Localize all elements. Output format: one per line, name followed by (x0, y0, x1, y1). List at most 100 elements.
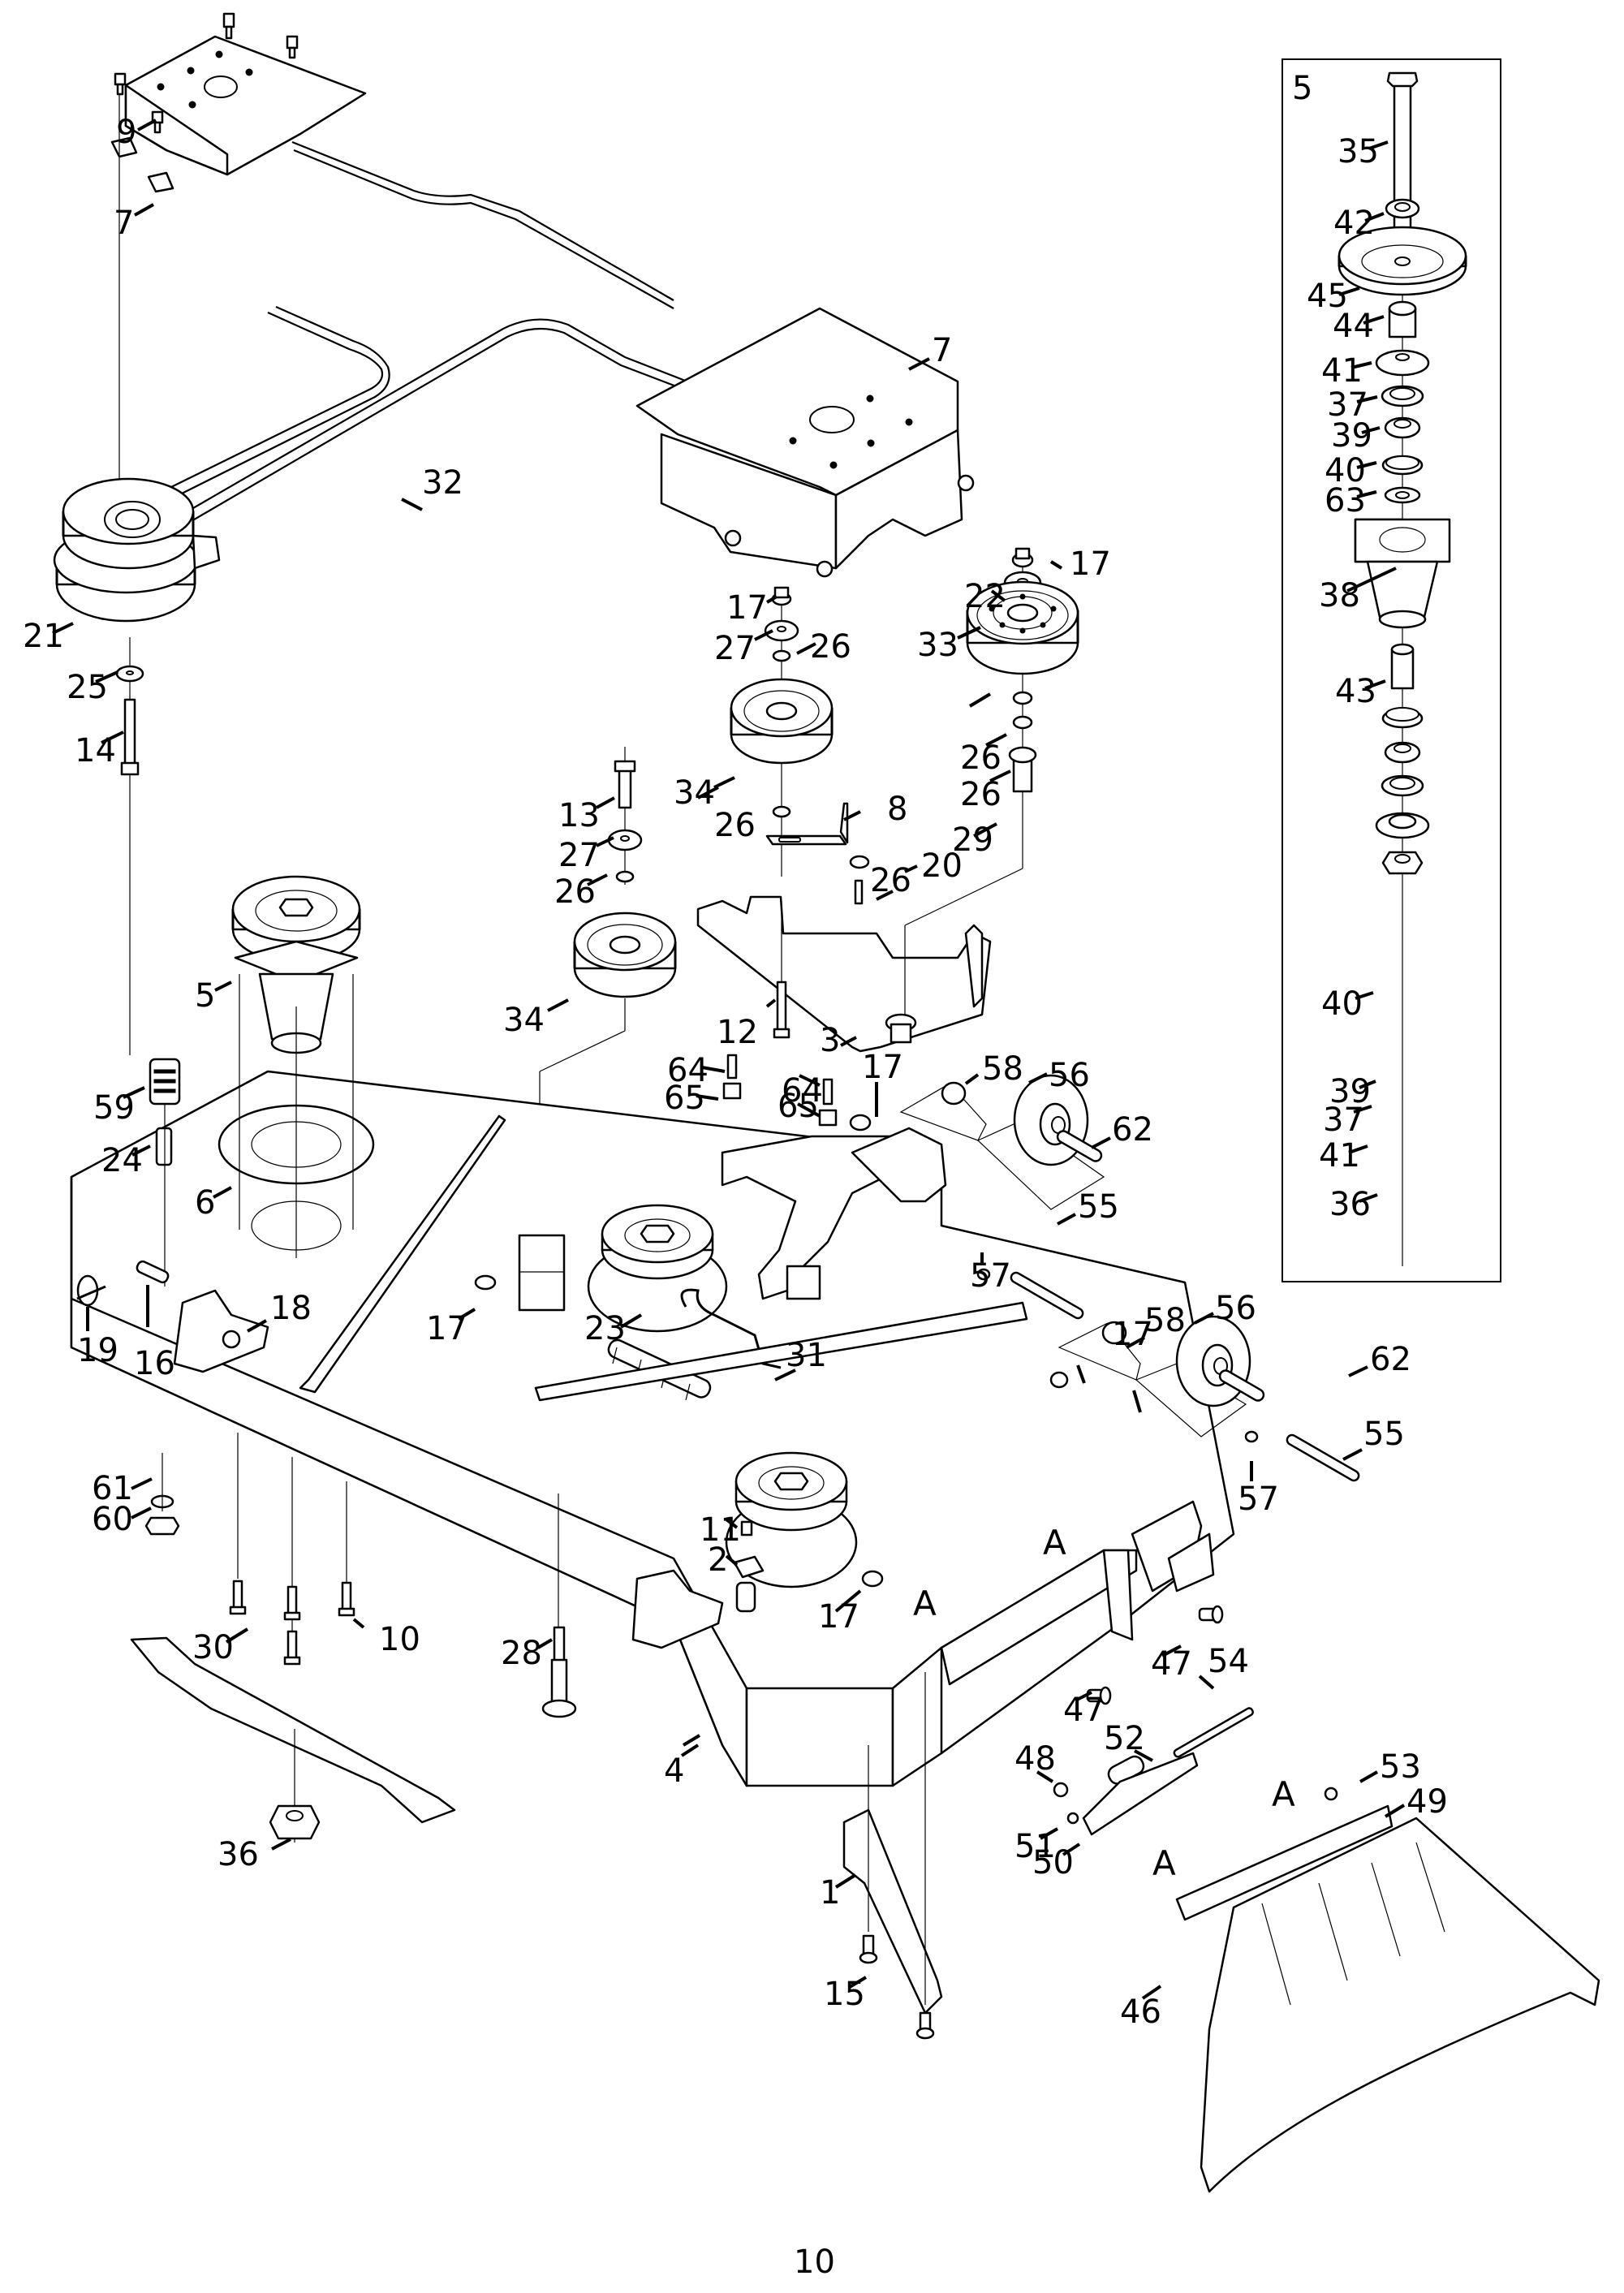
callout-12: 12 (717, 1014, 758, 1051)
callout-18: 18 (270, 1290, 312, 1327)
callout-39: 39 (1329, 1073, 1371, 1110)
callout-57: 57 (970, 1257, 1011, 1295)
callout-47: 47 (1063, 1692, 1105, 1729)
callout-19: 19 (77, 1332, 118, 1369)
callout-64: 64 (782, 1072, 823, 1110)
callout-55: 55 (1078, 1188, 1119, 1226)
deck-baffle-bar (534, 1301, 1028, 1402)
callout-58: 58 (1144, 1302, 1186, 1339)
callout-15: 15 (824, 1976, 865, 2013)
spindle-housing-38 (1354, 518, 1451, 629)
callout-51: 51 (1014, 1828, 1056, 1865)
callout-37: 37 (1323, 1101, 1364, 1139)
callout-27: 27 (714, 630, 756, 667)
callout-32: 32 (422, 464, 463, 502)
deck-bolt-10 (229, 1580, 355, 1666)
callout-21: 21 (23, 618, 64, 655)
spacer-65b (818, 1109, 838, 1127)
chute-hinge-bracket (940, 1549, 1138, 1686)
callout-2: 2 (708, 1541, 728, 1579)
callout-38: 38 (1319, 577, 1360, 614)
callout-41: 41 (1321, 352, 1363, 390)
callout-leaders (52, 119, 1406, 2000)
spacer-43 (1390, 643, 1415, 690)
callout-labels: 9 7 7 32 21 25 14 17 22 33 26 26 29 17 2… (23, 70, 1448, 2031)
callout-26: 26 (870, 862, 911, 899)
callout-37: 37 (1327, 386, 1368, 424)
callout-57: 57 (1238, 1481, 1279, 1518)
callout-26: 26 (960, 739, 1002, 777)
seal-37b (1381, 774, 1424, 797)
seal-37a (1381, 385, 1424, 407)
reference-mark-a: A (913, 1584, 937, 1623)
callout-49: 49 (1406, 1783, 1448, 1821)
washer-42 (1385, 198, 1420, 219)
chute-mount-49 (1175, 1804, 1394, 1921)
callout-16: 16 (134, 1345, 175, 1382)
callout-40: 40 (1325, 452, 1366, 489)
discharge-chute-46 (1200, 1817, 1600, 2193)
callout-46: 46 (1120, 1993, 1161, 2031)
nut-48 (1053, 1782, 1069, 1798)
page-number: 10 (794, 2243, 835, 2281)
v-idler-pulley-34b (573, 912, 677, 998)
callout-3: 3 (820, 1022, 840, 1059)
deck-hanger-front (631, 1569, 724, 1649)
callout-7: 7 (932, 332, 952, 369)
axle-bolt-55b (1286, 1433, 1360, 1482)
hinge-rod-54 (1173, 1707, 1254, 1758)
bolt-15b (915, 2011, 935, 2040)
drive-belt (121, 140, 792, 537)
reference-mark-a: A (1272, 1774, 1295, 1814)
callout-20: 20 (921, 847, 963, 885)
callout-8: 8 (887, 791, 907, 828)
axle-bolt-55a (1010, 1271, 1084, 1320)
washer-26 (1012, 691, 1033, 730)
idler-spacer-bracket-8 (765, 802, 849, 846)
callout-6: 6 (195, 1184, 215, 1222)
spindle-assembly-5 (231, 875, 361, 1054)
callout-26: 26 (960, 776, 1002, 813)
callout-55: 55 (1363, 1416, 1405, 1453)
flange-nut-17f (1049, 1371, 1069, 1389)
spindle-pulley-45 (1338, 226, 1467, 296)
callout-63: 63 (1325, 482, 1366, 519)
washer-57b (1244, 1430, 1259, 1443)
callout-43: 43 (1335, 673, 1376, 710)
stud-20 (854, 879, 864, 905)
grease-cap-59 (149, 1058, 181, 1106)
callout-7: 7 (114, 205, 134, 242)
callout-35: 35 (1338, 133, 1379, 170)
clevis-pin-47b (1086, 1686, 1112, 1705)
callout-40: 40 (1321, 985, 1363, 1023)
callout-10: 10 (379, 1621, 420, 1658)
callout-33: 33 (917, 627, 958, 664)
callout-47: 47 (1151, 1645, 1192, 1683)
callout-4: 4 (664, 1752, 684, 1790)
screw-53 (1324, 1787, 1338, 1801)
idler-washer-27 (764, 619, 799, 642)
callout-62: 62 (1370, 1341, 1411, 1378)
bolt-icon (114, 12, 299, 134)
mower-blade-30 (130, 1636, 456, 1824)
flange-nut-17b (771, 586, 792, 606)
deck-chute-bracket (518, 1234, 566, 1312)
deck-baffle-strip (299, 1114, 506, 1394)
callout-26: 26 (810, 628, 851, 666)
race-40a (1381, 455, 1424, 476)
callout-25: 25 (67, 669, 108, 706)
callout-62: 62 (1112, 1111, 1153, 1149)
grease-fitting-24 (155, 1127, 173, 1166)
flange-nut-17d (849, 1114, 872, 1131)
callout-61: 61 (92, 1470, 133, 1507)
callout-42: 42 (1333, 205, 1375, 242)
callout-27: 27 (558, 837, 600, 874)
deck-hanger-bracket-18 (173, 1289, 269, 1373)
callout-9: 9 (116, 114, 136, 151)
callout-45: 45 (1307, 278, 1348, 315)
callout-52: 52 (1104, 1720, 1145, 1757)
reference-mark-a: A (1043, 1523, 1066, 1562)
bolt-11 (740, 1520, 753, 1537)
nut-icon (724, 474, 975, 578)
